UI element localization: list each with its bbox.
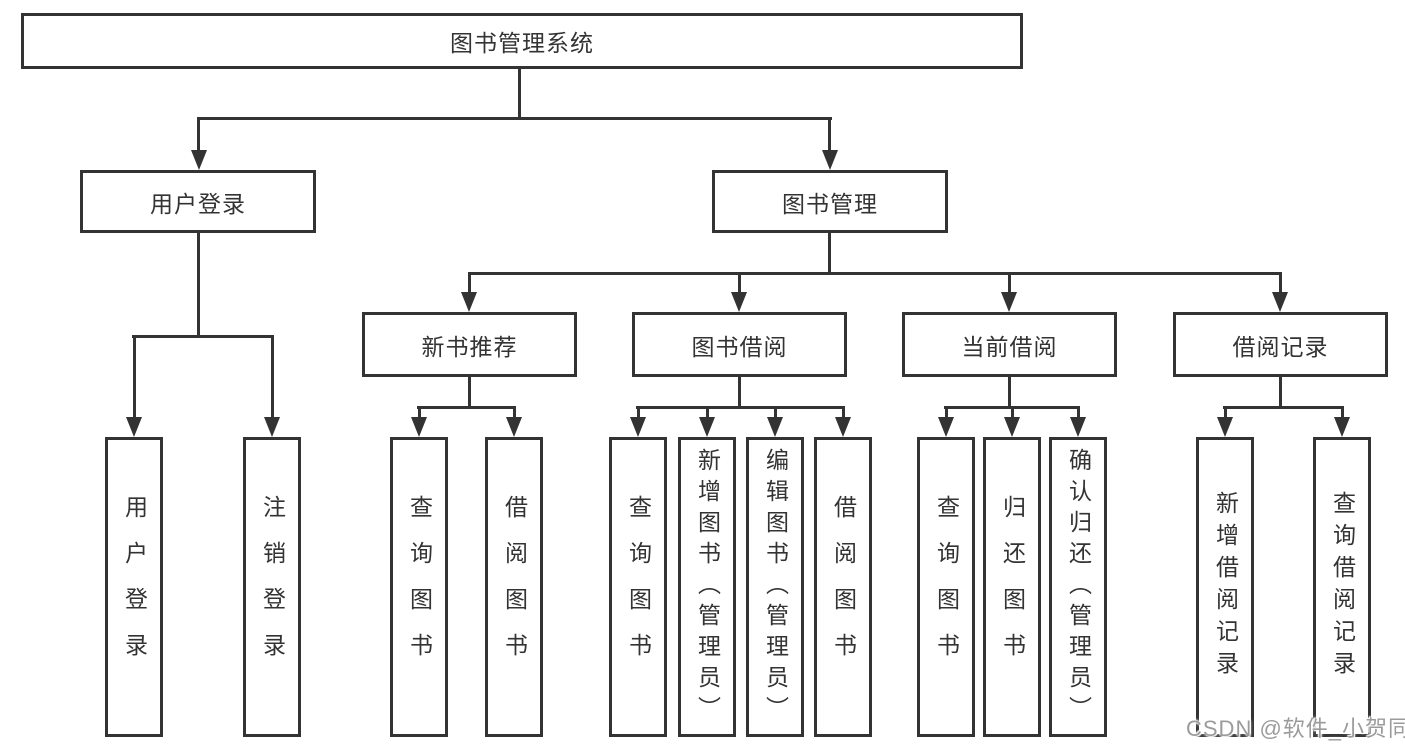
connector-vline xyxy=(133,335,136,419)
arrow-down-icon xyxy=(461,292,477,312)
node-label: 图书管理 xyxy=(782,190,878,217)
connector-vline xyxy=(828,233,831,275)
leaf-label: 查询图书 xyxy=(625,495,652,679)
leaf-add-book-admin: 新增图书（管理员） xyxy=(678,437,736,737)
node-borrowing-records: 借阅记录 xyxy=(1173,312,1388,377)
arrow-down-icon xyxy=(411,417,427,437)
node-book-management-branch: 图书管理 xyxy=(712,170,948,233)
connector-vline xyxy=(1224,406,1227,419)
connector-vline xyxy=(738,377,741,409)
connector-vline xyxy=(1279,272,1282,294)
connector-vline xyxy=(418,406,421,419)
leaf-user-login: 用户登录 xyxy=(105,437,163,737)
leaf-label: 查询图书 xyxy=(406,495,433,679)
leaf-label: 查询借阅记录 xyxy=(1329,491,1356,683)
node-label: 用户登录 xyxy=(150,190,246,217)
leaf-label: 用户登录 xyxy=(121,495,148,679)
leaf-confirm-return-admin: 确认归还（管理员） xyxy=(1049,437,1107,737)
leaf-query-books-recommend: 查询图书 xyxy=(390,437,448,737)
arrow-down-icon xyxy=(1070,417,1086,437)
arrow-down-icon xyxy=(191,150,207,170)
leaf-label: 确认归还（管理员） xyxy=(1065,447,1092,727)
leaf-add-borrow-record: 新增借阅记录 xyxy=(1196,437,1254,737)
connector-hline xyxy=(197,117,832,120)
connector-vline xyxy=(1341,406,1344,419)
leaf-query-books-borrow: 查询图书 xyxy=(609,437,667,737)
connector-hline xyxy=(417,406,516,409)
connector-vline xyxy=(197,117,200,152)
leaf-edit-book-admin: 编辑图书（管理员） xyxy=(746,437,804,737)
arrow-down-icon xyxy=(1334,417,1350,437)
node-label: 当前借阅 xyxy=(961,333,1058,360)
leaf-borrow-books-recommend: 借阅图书 xyxy=(485,437,543,737)
arrow-down-icon xyxy=(835,417,851,437)
node-user-login-branch: 用户登录 xyxy=(80,170,316,233)
connector-vline xyxy=(1077,406,1080,419)
connector-hline xyxy=(636,406,844,409)
leaf-logout: 注销登录 xyxy=(243,437,301,737)
arrow-down-icon xyxy=(822,150,838,170)
node-new-book-recommend: 新书推荐 xyxy=(362,312,577,377)
arrow-down-icon xyxy=(767,417,783,437)
arrow-down-icon xyxy=(699,417,715,437)
connector-vline xyxy=(842,406,845,419)
leaf-label: 归还图书 xyxy=(999,495,1026,679)
connector-vline xyxy=(1008,377,1011,409)
connector-vline xyxy=(1279,377,1282,409)
node-current-borrowing: 当前借阅 xyxy=(902,312,1117,377)
connector-hline xyxy=(1223,406,1344,409)
connector-vline xyxy=(468,272,471,294)
leaf-query-books-current: 查询图书 xyxy=(917,437,975,737)
arrow-down-icon xyxy=(1272,292,1288,312)
connector-vline xyxy=(945,406,948,419)
arrow-down-icon xyxy=(731,292,747,312)
arrow-down-icon xyxy=(938,417,954,437)
connector-vline xyxy=(828,117,831,152)
leaf-label: 注销登录 xyxy=(259,495,286,679)
connector-vline xyxy=(271,335,274,419)
arrow-down-icon xyxy=(506,417,522,437)
node-root-label: 图书管理系统 xyxy=(450,30,594,56)
node-root: 图书管理系统 xyxy=(21,13,1023,69)
connector-vline xyxy=(513,406,516,419)
leaf-label: 借阅图书 xyxy=(501,495,528,679)
connector-hline xyxy=(468,272,1282,275)
node-label: 图书借阅 xyxy=(691,333,788,360)
connector-hline xyxy=(132,335,274,338)
leaf-query-borrow-record: 查询借阅记录 xyxy=(1313,437,1371,737)
connector-vline xyxy=(706,406,709,419)
connector-vline xyxy=(738,272,741,294)
connector-vline xyxy=(1011,406,1014,419)
leaf-label: 借阅图书 xyxy=(830,495,857,679)
node-label: 新书推荐 xyxy=(421,333,518,360)
connector-vline xyxy=(774,406,777,419)
arrow-down-icon xyxy=(1004,417,1020,437)
leaf-borrow-books: 借阅图书 xyxy=(814,437,872,737)
leaf-label: 新增借阅记录 xyxy=(1212,491,1239,683)
node-book-borrowing: 图书借阅 xyxy=(632,312,847,377)
connector-vline xyxy=(1008,272,1011,294)
leaf-label: 查询图书 xyxy=(933,495,960,679)
leaf-label: 编辑图书（管理员） xyxy=(762,447,789,727)
arrow-down-icon xyxy=(630,417,646,437)
leaf-label: 新增图书（管理员） xyxy=(694,447,721,727)
arrow-down-icon xyxy=(264,417,280,437)
connector-vline xyxy=(468,377,471,409)
connector-vline xyxy=(197,233,200,338)
connector-vline xyxy=(637,406,640,419)
arrow-down-icon xyxy=(1001,292,1017,312)
leaf-return-book: 归还图书 xyxy=(983,437,1041,737)
node-label: 借阅记录 xyxy=(1232,333,1329,360)
connector-vline xyxy=(518,69,521,120)
arrow-down-icon xyxy=(126,417,142,437)
arrow-down-icon xyxy=(1217,417,1233,437)
csdn-watermark: CSDN @软件_小贺同学 xyxy=(1186,716,1405,741)
